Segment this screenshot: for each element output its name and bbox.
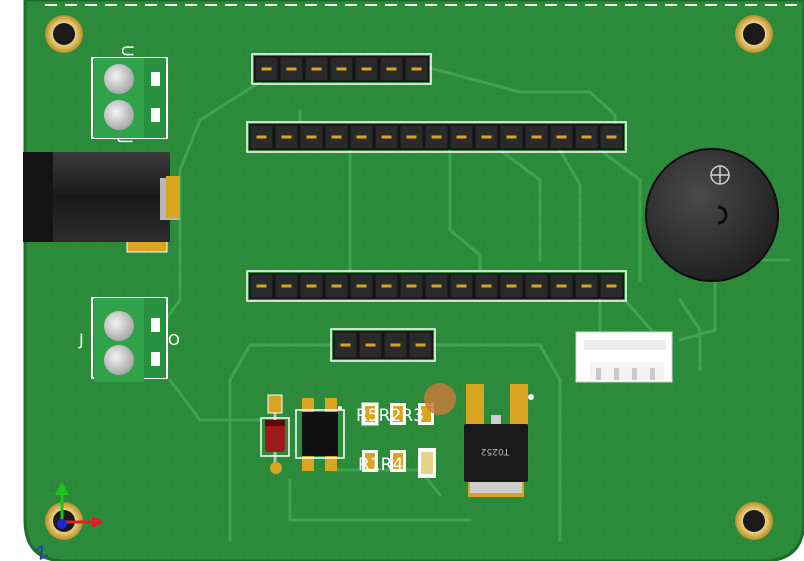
header-pin bbox=[506, 135, 517, 139]
header-pin bbox=[581, 284, 592, 288]
header-pin bbox=[606, 135, 617, 139]
header-pin bbox=[506, 284, 517, 288]
pin-headers bbox=[246, 53, 627, 362]
header-pin bbox=[581, 135, 592, 139]
silk-label-j-mid: J bbox=[78, 330, 84, 349]
header-pin bbox=[331, 284, 342, 288]
header-pin bbox=[390, 343, 401, 347]
header-15pin-bottom[interactable] bbox=[246, 270, 627, 302]
optocoupler-ic[interactable] bbox=[295, 398, 345, 471]
terminal-block-bottom[interactable] bbox=[91, 297, 168, 382]
header-pin bbox=[415, 343, 426, 347]
header-pin bbox=[456, 284, 467, 288]
header-pin bbox=[411, 67, 422, 71]
header-pin bbox=[336, 67, 347, 71]
diode[interactable] bbox=[260, 394, 290, 474]
header-pin bbox=[431, 135, 442, 139]
header-pin bbox=[606, 284, 617, 288]
terminal-block-top[interactable] bbox=[91, 57, 168, 139]
mounting-hole-bottom-right bbox=[735, 502, 773, 540]
header-pin bbox=[306, 135, 317, 139]
header-pin bbox=[556, 135, 567, 139]
mounting-hole-top-right bbox=[735, 15, 773, 53]
mounting-hole-top-left bbox=[45, 15, 83, 53]
header-pin bbox=[431, 284, 442, 288]
header-pin bbox=[386, 67, 397, 71]
header-pin bbox=[406, 284, 417, 288]
header-pin bbox=[281, 284, 292, 288]
header-pin bbox=[531, 135, 542, 139]
header-pin bbox=[531, 284, 542, 288]
header-pin bbox=[481, 284, 492, 288]
header-pin bbox=[340, 343, 351, 347]
header-pin bbox=[256, 284, 267, 288]
header-pin bbox=[311, 67, 322, 71]
copper-traces bbox=[148, 66, 792, 542]
header-pin bbox=[306, 284, 317, 288]
smd-resistors[interactable] bbox=[361, 383, 456, 478]
header-pin bbox=[481, 135, 492, 139]
buzzer[interactable] bbox=[645, 148, 779, 282]
header-pin bbox=[256, 135, 267, 139]
jst-connector[interactable] bbox=[575, 331, 673, 383]
silk-label-o: O bbox=[168, 331, 180, 349]
header-pin bbox=[456, 135, 467, 139]
header-pin bbox=[381, 135, 392, 139]
header-pin bbox=[556, 284, 567, 288]
dc-power-jack[interactable] bbox=[23, 152, 180, 253]
silk-resistor-labels-low: R1R4 bbox=[358, 455, 403, 475]
silk-resistor-labels: R5R2R3 bbox=[356, 406, 424, 426]
regulator-marking: T0252 bbox=[481, 446, 510, 456]
silk-label-u: U bbox=[118, 45, 137, 57]
voltage-regulator[interactable]: T0252 bbox=[464, 384, 534, 497]
header-pin bbox=[281, 135, 292, 139]
header-pin bbox=[356, 135, 367, 139]
header-pin bbox=[331, 135, 342, 139]
header-pin bbox=[365, 343, 376, 347]
header-pin bbox=[361, 67, 372, 71]
header-4pin[interactable] bbox=[330, 328, 436, 362]
silk-label-j-top: J bbox=[117, 138, 136, 144]
header-7pin[interactable] bbox=[251, 53, 432, 85]
header-15pin-top[interactable] bbox=[246, 121, 627, 153]
header-pin bbox=[286, 67, 297, 71]
header-pin bbox=[356, 284, 367, 288]
header-pin bbox=[381, 284, 392, 288]
header-pin bbox=[261, 67, 272, 71]
header-pin bbox=[406, 135, 417, 139]
led-indicator bbox=[424, 383, 456, 415]
plus-icon bbox=[710, 165, 730, 185]
